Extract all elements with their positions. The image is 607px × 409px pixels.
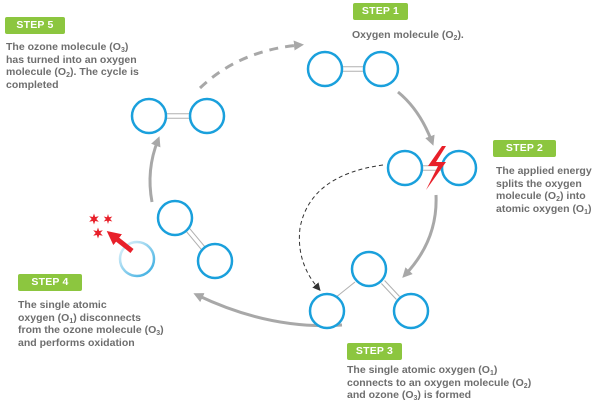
step-badge: STEP 2 [493, 140, 556, 157]
subscript: 3 [156, 330, 161, 338]
oxygen-atom [130, 97, 168, 135]
atomic-oxygen-path [298, 164, 384, 292]
oxygen-atom [362, 50, 400, 88]
description-line: from the ozone molecule (O3) [18, 324, 164, 338]
description-line: molecule (O2). The cycle is [6, 66, 139, 80]
arrow-step4-to-step5 [148, 136, 161, 203]
arrow-step5-to-step1 [198, 40, 304, 90]
description-line: The single atomic [18, 299, 107, 311]
oxygen-atom [306, 50, 344, 88]
o2-bond [189, 228, 206, 247]
description-line: oxygen (O1) disconnects [18, 311, 141, 325]
description-line: and performs oxidation [18, 336, 135, 349]
o2-bond [185, 231, 202, 250]
description-line: and ozone (O3) is formed [347, 389, 472, 403]
oxygen-atom [156, 199, 194, 237]
subscript: 1 [69, 317, 74, 325]
sparkle-stars-icon [93, 227, 103, 239]
step-description: The ozone molecule (O3)has turned into a… [6, 41, 139, 91]
oxygen-atom [188, 97, 226, 135]
oxidation-arrow [106, 231, 134, 253]
step-badge: STEP 5 [5, 17, 65, 34]
oxygen-atom [386, 149, 424, 187]
o1-bond [334, 281, 356, 299]
description-line: splits the oxygen [496, 177, 582, 190]
oxygen-atom [440, 149, 478, 187]
description-line: completed [6, 78, 59, 91]
description-line: connects to an oxygen molecule (O2) [347, 376, 532, 390]
description-line: atomic oxygen (O1) [496, 202, 592, 216]
sparkle-stars-icon [89, 213, 99, 225]
oxygen-atom [308, 292, 346, 330]
subscript: 3 [120, 47, 125, 54]
arrow-step1-to-step2 [397, 90, 435, 146]
step-description: Oxygen molecule (O2). [352, 29, 464, 42]
subscript: 2 [556, 196, 561, 204]
sparkle-stars-icon [103, 214, 113, 224]
step-badge: STEP 3 [347, 343, 402, 360]
subscript: 1 [489, 370, 494, 377]
subscript: 3 [413, 395, 418, 403]
description-line: The applied energy [496, 165, 592, 177]
description-line: The ozone molecule (O3) [6, 41, 129, 54]
subscript: 2 [523, 382, 528, 390]
o2-bond [381, 283, 397, 300]
oxygen-atom [350, 250, 388, 288]
subscript: 1 [584, 208, 589, 216]
arrow-step2-to-step3 [402, 194, 438, 278]
subscript: 2 [453, 35, 458, 42]
description-line: The single atomic oxygen (O1) [347, 364, 498, 377]
description-line: has turned into an oxygen [6, 53, 137, 66]
lightning-bolt-icon [426, 146, 446, 190]
oxygen-atom [392, 292, 430, 330]
description-line: Oxygen molecule (O2). [352, 29, 464, 42]
step-badge: STEP 1 [353, 3, 408, 20]
o2-bond [384, 280, 400, 297]
subscript: 2 [66, 72, 71, 80]
description-line: molecule (O2) into [496, 190, 586, 204]
step-description: The single atomic oxygen (O1)connects to… [347, 364, 531, 402]
oxygen-atom [196, 242, 234, 280]
step-badge: STEP 4 [18, 274, 82, 291]
